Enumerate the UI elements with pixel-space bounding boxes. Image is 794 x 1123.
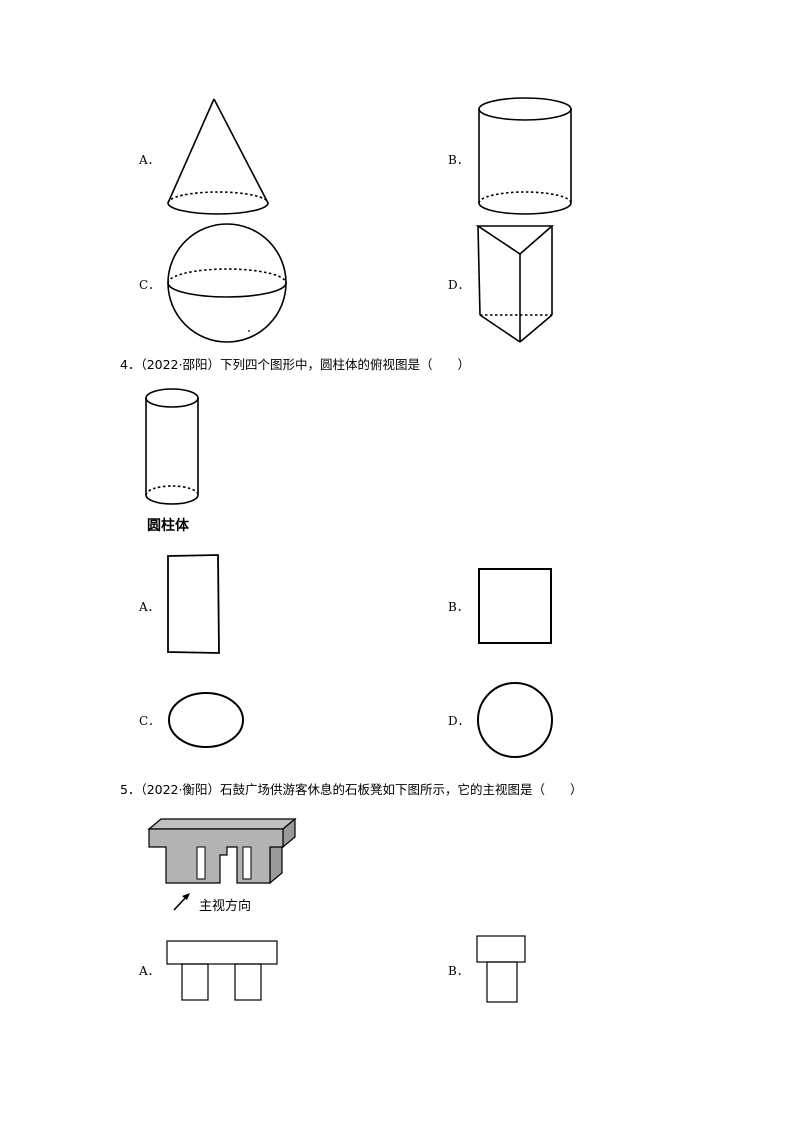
- q5-option-a-label: A．: [139, 964, 160, 978]
- view-direction-arrow-icon: [173, 893, 190, 911]
- q4-source: （2022·邵阳）: [140, 357, 220, 372]
- q4-option-a-label: A．: [139, 600, 160, 614]
- cylinder-caption: 圆柱体: [147, 518, 189, 534]
- q4-option-d-label: D．: [448, 714, 470, 728]
- triangular-prism-figure: [475, 225, 555, 343]
- q3-option-c-label: C．: [139, 278, 161, 292]
- q3-option-d-label: D．: [448, 278, 470, 292]
- q3-option-a-label: A．: [139, 153, 160, 167]
- cylinder-figure: [478, 97, 572, 215]
- stone-bench-figure: [147, 817, 297, 885]
- sphere-figure: [167, 223, 287, 343]
- q4-option-c-label: C．: [139, 714, 161, 728]
- tall-rectangle-figure: [167, 554, 220, 654]
- question-5: 5．（2022·衡阳）石鼓广场供游客休息的石板凳如下图所示，它的主视图是（ ）: [120, 779, 583, 798]
- cylinder-reference-figure: [145, 388, 199, 505]
- q3-option-b-label: B．: [448, 153, 469, 167]
- circle-figure: [477, 682, 553, 758]
- q4-number: 4．: [120, 357, 141, 372]
- bench-front-view-a-figure: [166, 940, 278, 1001]
- bench-front-view-b-figure: [476, 935, 526, 1003]
- square-figure: [478, 568, 552, 644]
- q5-option-b-label: B．: [448, 964, 469, 978]
- q4-text: 下列四个图形中，圆柱体的俯视图是（ ）: [220, 357, 471, 372]
- question-4: 4．（2022·邵阳）下列四个图形中，圆柱体的俯视图是（ ）: [120, 354, 470, 373]
- view-direction-label: 主视方向: [199, 899, 252, 914]
- q5-number: 5．: [120, 782, 141, 797]
- q4-option-b-label: B．: [448, 600, 469, 614]
- q5-text: 石鼓广场供游客休息的石板凳如下图所示，它的主视图是（ ）: [220, 782, 583, 797]
- ellipse-figure: [168, 692, 244, 748]
- cone-figure: [167, 98, 269, 215]
- q5-source: （2022·衡阳）: [140, 782, 220, 797]
